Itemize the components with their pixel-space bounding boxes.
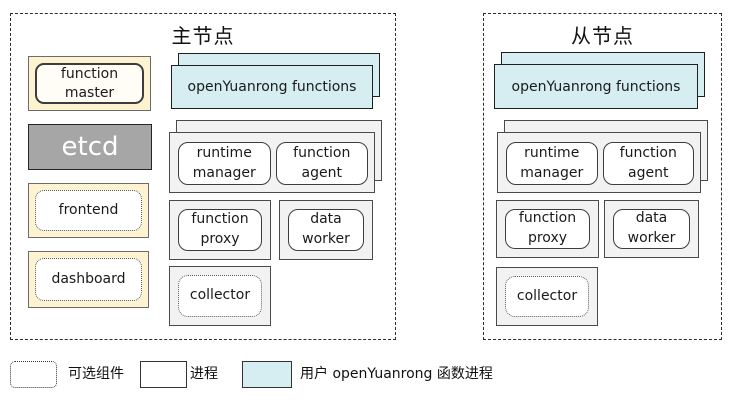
data-worker-label: data worker [627,210,676,246]
runtime-manager-box: runtime manager [506,142,598,185]
function-proxy-label: function proxy [191,211,249,247]
master-function-proxy-box: function proxy [169,200,271,260]
worker-node-panel: 从节点 openYuanrong functions runtime manag… [483,13,722,340]
function-agent-box: function agent [275,142,368,185]
legend-user-functions-label: 用户 openYuanrong 函数进程 [300,366,493,382]
function-master-inner: function master [35,63,144,104]
master-runtime-stack: runtime manager function agent [169,120,382,193]
function-master-label: function master [60,65,119,101]
legend-optional-swatch [10,361,57,388]
function-master-box: function master [28,56,151,111]
legend-user-functions-swatch [242,361,292,388]
master-node-title: 主节点 [171,24,235,48]
master-data-worker-box: data worker [279,200,373,260]
worker-runtime-stack: runtime manager function agent [497,120,708,193]
frontend-inner: frontend [35,190,142,231]
runtime-manager-label: runtime manager [520,144,584,181]
dashboard-inner: dashboard [35,258,142,301]
runtime-manager-label: runtime manager [192,144,256,181]
etcd-box: etcd [28,124,152,170]
data-worker-inner: data worker [613,209,690,249]
master-user-functions-stack: openYuanrong functions [171,53,380,109]
legend-process-swatch [140,361,187,388]
worker-user-functions-box: openYuanrong functions [494,64,698,109]
collector-label: collector [189,287,251,304]
dashboard-box: dashboard [28,251,149,308]
legend-process-label: 进程 [190,366,218,382]
function-agent-label: function agent [293,144,351,181]
function-proxy-inner: function proxy [178,209,262,251]
function-proxy-inner: function proxy [505,209,590,249]
function-proxy-label: function proxy [518,210,577,246]
data-worker-label: data worker [302,211,350,247]
worker-node-title: 从节点 [571,24,634,48]
function-agent-label: function agent [619,144,677,181]
worker-runtime-group: runtime manager function agent [497,132,701,193]
master-user-functions-box: openYuanrong functions [171,65,373,109]
master-node-panel: 主节点 function master etcd frontend dashbo… [10,13,396,340]
user-functions-label: openYuanrong functions [511,78,681,95]
collector-label: collector [516,287,578,304]
runtime-manager-box: runtime manager [178,142,271,185]
frontend-box: frontend [28,183,149,238]
collector-inner: collector [178,275,262,317]
etcd-label: etcd [61,132,119,162]
worker-function-proxy-box: function proxy [496,200,599,258]
worker-collector-box: collector [496,267,598,326]
dashboard-label: dashboard [51,271,126,288]
user-functions-label: openYuanrong functions [187,79,357,95]
legend-optional-label: 可选组件 [68,366,124,382]
collector-inner: collector [505,276,589,317]
master-collector-box: collector [169,266,271,326]
data-worker-inner: data worker [288,209,364,251]
frontend-label: frontend [58,202,119,219]
worker-user-functions-stack: openYuanrong functions [494,52,705,109]
worker-data-worker-box: data worker [604,200,699,258]
function-agent-box: function agent [602,142,694,185]
master-runtime-group: runtime manager function agent [169,132,375,193]
